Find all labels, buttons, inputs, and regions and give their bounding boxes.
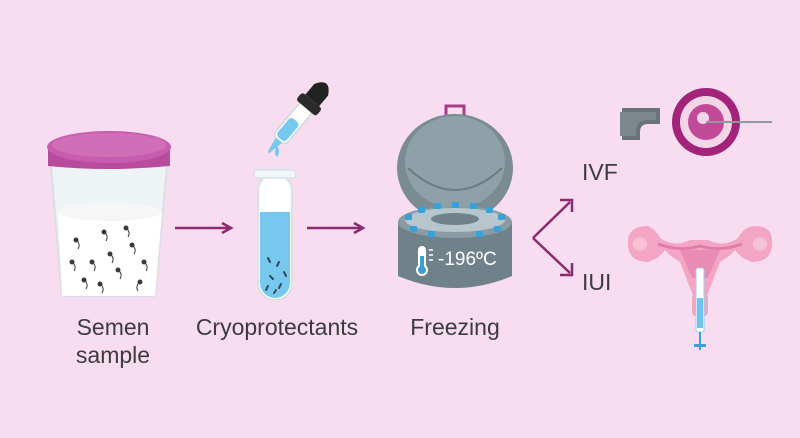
step-label-line: sample <box>75 342 151 368</box>
step-label-cryoprotectants: Cryoprotectants <box>186 313 368 341</box>
dropper-icon <box>267 82 329 157</box>
outcome-label-iui: IUI <box>582 269 612 295</box>
step-label-freezing: Freezing <box>400 313 510 341</box>
temperature-label: -196ºC <box>438 249 497 270</box>
semen-cup-icon <box>47 131 171 297</box>
arrow-1 <box>175 221 234 235</box>
ivf-icon <box>620 88 772 156</box>
step-label-semen-sample: Semen sample <box>58 313 168 369</box>
step-label-line: Cryoprotectants <box>195 314 359 340</box>
outcome-label-ivf: IVF <box>582 159 618 185</box>
test-tube-icon <box>253 169 297 301</box>
branch-arrow <box>532 198 574 277</box>
step-label-line: Semen <box>76 314 150 340</box>
freezer-icon: -196ºC <box>397 104 513 288</box>
uterus-icon <box>627 226 773 350</box>
arrow-2 <box>307 221 366 235</box>
step-label-line: Freezing <box>410 314 500 340</box>
